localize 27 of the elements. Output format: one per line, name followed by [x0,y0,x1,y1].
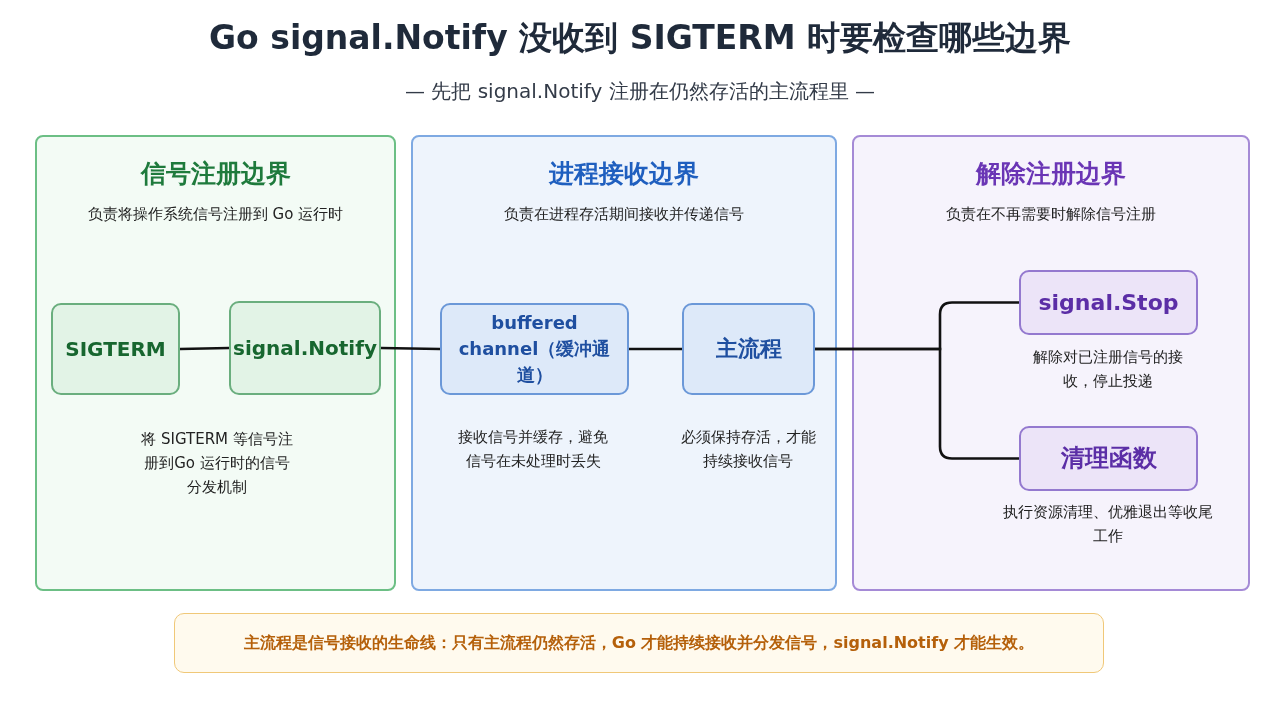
panel-heading: 进程接收边界 [548,158,700,190]
subtitle: — 先把 signal.Notify 注册在仍然存活的主流程里 — [403,78,877,105]
description-text: 接收信号并缓存，避免信号在未处理时丢失 [457,427,609,472]
note-box: 主流程是信号接收的生命线：只有主流程仍然存活，Go 才能持续接收并分发信号，signal.Notify 才能生效。 [174,613,1104,673]
panel-heading: 信号注册边界 [139,158,292,190]
panel-heading: 解除注册边界 [974,158,1127,190]
title: Go signal.Notify 没收到 SIGTERM 时要检查哪些边界 [208,17,1072,59]
process-box: SIGTERM [51,303,180,395]
description-text: 将 SIGTERM 等信号注册到Go 运行时的信号分发机制 [140,429,294,498]
panel-subtitle: 负责在不再需要时解除信号注册 [945,205,1157,224]
connector-line [629,347,682,351]
connector-line [179,346,230,351]
process-box: signal.Stop [1019,270,1198,335]
process-box: signal.Notify [229,301,381,395]
process-box: buffered channel（缓冲通道） [440,303,629,395]
boundary-panel [411,135,837,591]
panel-subtitle: 负责将操作系统信号注册到 Go 运行时 [86,205,345,224]
boundary-panel [852,135,1250,591]
process-box: 清理函数 [1019,426,1198,491]
boundary-panel [35,135,396,591]
description-text: 必须保持存活，才能持续接收信号 [680,427,816,472]
panel-subtitle: 负责在进程存活期间接收并传递信号 [503,205,745,224]
description-text: 解除对已注册信号的接收，停止投递 [1032,347,1184,392]
connector-line [380,346,441,351]
description-text: 执行资源清理、优雅退出等收尾工作 [1003,502,1213,547]
connector-line [815,347,1019,460]
process-box: 主流程 [682,303,815,395]
